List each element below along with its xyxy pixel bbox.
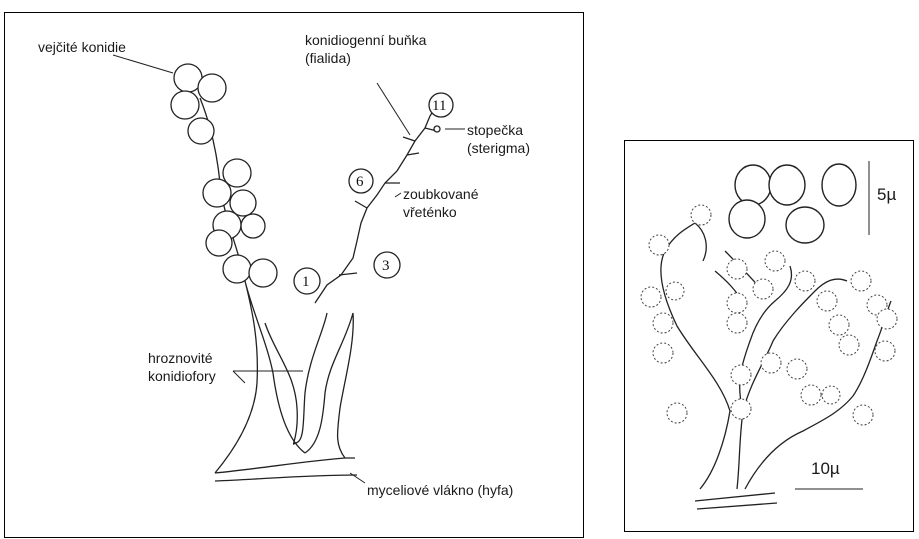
stage-number-6: 6 <box>356 174 364 190</box>
label-conidiophores-line2: konidiofory <box>148 367 216 385</box>
stage-number-3: 3 <box>382 258 390 274</box>
conidiophore-stem-left <box>215 281 305 473</box>
specimen-drawing <box>625 141 915 533</box>
label-stalk: stopečka <box>467 121 523 139</box>
stage-number-11: 11 <box>432 98 446 114</box>
conidia-cluster <box>171 64 277 287</box>
hypha-top <box>215 458 355 473</box>
label-rachis-line2: vřeténko <box>403 203 457 221</box>
spores <box>729 164 856 243</box>
stalk-tip <box>434 126 440 132</box>
label-rachis-line1: zoubkované <box>403 185 479 203</box>
conidiophore-stem-right <box>305 313 353 458</box>
specimen-sketch-panel: 5µ 10µ <box>624 140 914 532</box>
stage-number-1: 1 <box>302 274 310 290</box>
conidiophore-drawing: 1 3 6 11 <box>5 13 585 539</box>
conidiophore-diagram-panel: 1 3 6 11 vejčité konidie konidiogenní bu… <box>4 12 584 538</box>
dotted-conidia <box>641 205 897 425</box>
label-conidia: vejčité konidie <box>38 38 126 56</box>
label-conidiophores-line1: hroznovité <box>148 349 213 367</box>
label-phialide: (fialida) <box>305 49 351 67</box>
label-sterigma: (sterigma) <box>467 139 530 157</box>
scale-label-large: 10µ <box>811 459 840 479</box>
scale-label-small: 5µ <box>877 185 896 205</box>
leader-lines <box>113 55 465 483</box>
label-hypha: myceliové vlákno (hyfa) <box>367 481 513 499</box>
label-conidiogenous-cell: konidiogenní buňka <box>305 31 426 49</box>
hypha-bottom <box>215 475 357 481</box>
